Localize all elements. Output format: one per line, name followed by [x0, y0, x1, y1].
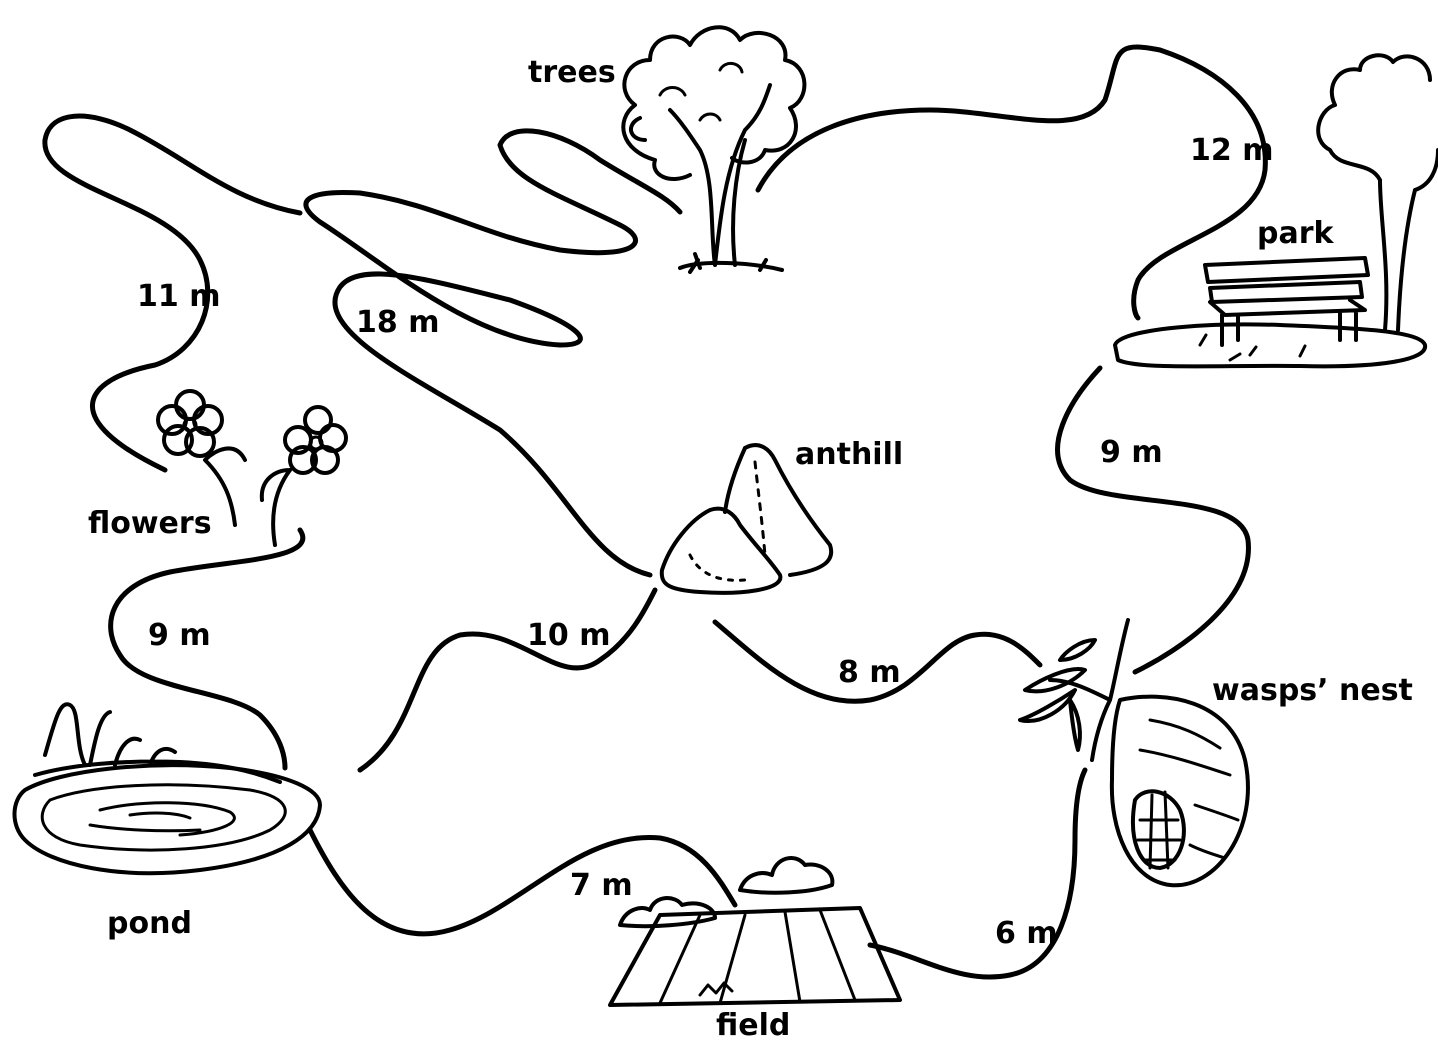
field-icon	[610, 858, 900, 1005]
distance-label: 7 m	[570, 868, 633, 903]
distance-label: 12 m	[1190, 133, 1273, 168]
path-park-wasps	[1058, 368, 1249, 672]
distance-label: 18 m	[356, 305, 439, 340]
label-trees: trees	[528, 55, 616, 90]
label-park: park	[1257, 216, 1335, 251]
distance-label: 11 m	[137, 279, 220, 314]
label-wasps-nest: wasps’ nest	[1212, 673, 1413, 708]
distance-label: 9 m	[148, 618, 211, 653]
path-pond-anthill	[360, 590, 655, 770]
label-field: field	[716, 1008, 790, 1040]
park-bench-icon	[1115, 55, 1438, 366]
label-anthill: anthill	[795, 437, 903, 472]
tree-icon	[623, 27, 804, 272]
distance-label: 9 m	[1100, 435, 1163, 470]
wasps-nest-icon	[1020, 620, 1248, 885]
label-flowers: flowers	[88, 506, 212, 541]
distance-label: 6 m	[995, 916, 1058, 951]
path-pond-field	[310, 830, 735, 934]
distance-label: 8 m	[838, 655, 901, 690]
distance-label: 10 m	[527, 618, 610, 653]
path-anthill-trees	[306, 131, 680, 575]
label-pond: pond	[107, 906, 192, 941]
path-trees-park	[758, 47, 1265, 318]
